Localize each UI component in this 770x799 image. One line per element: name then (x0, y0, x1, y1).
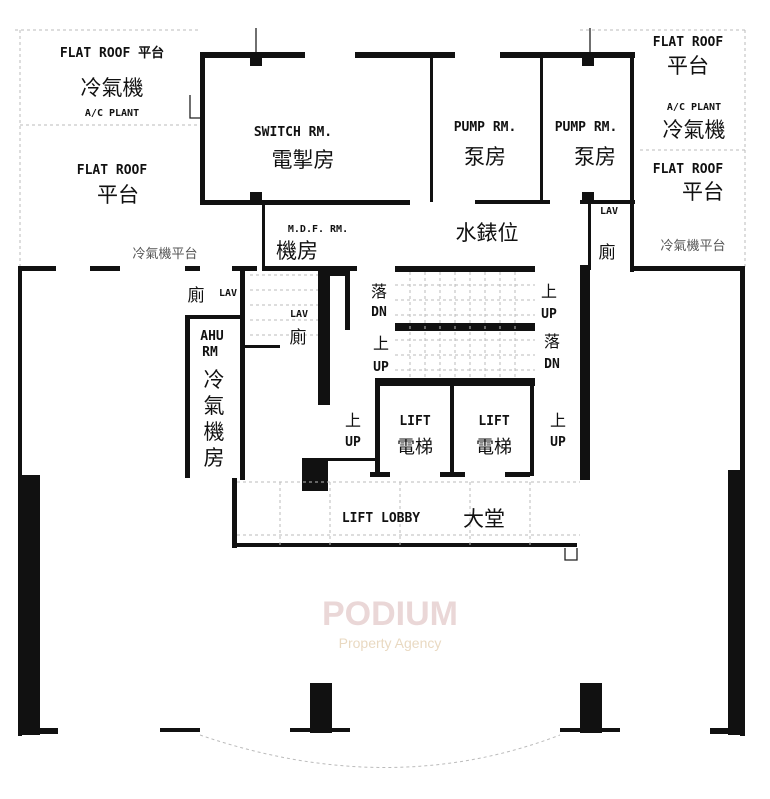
flat-roof-top-right-label: FLAT ROOF (653, 35, 724, 50)
room-labels: FLAT ROOF 平台 冷氣機 A/C PLANT FLAT ROOF 平台 … (60, 35, 726, 531)
ahu-room-cn-char: 房 (204, 446, 225, 470)
core-walls (185, 265, 590, 561)
ac-plant-en-right-label: A/C PLANT (667, 102, 721, 113)
lav-left-cn-label: 廁 (188, 285, 205, 306)
pump-room-1-cn-label: 泵房 (464, 145, 506, 169)
lift-1-en-label: LIFT (399, 414, 430, 429)
lift-2-en-label: LIFT (478, 414, 509, 429)
ac-plant-en-left-label: A/C PLANT (85, 108, 139, 119)
ahu-room-cn-char: 氣 (204, 394, 225, 418)
ahu-room-en-label-1: AHU (200, 329, 224, 344)
switch-room-cn-label: 電掣房 (272, 148, 335, 172)
ahu-room-en-label-2: RM (202, 345, 218, 360)
ahu-room-cn-char: 機 (204, 420, 225, 444)
stair-1-up-en: UP (541, 307, 557, 322)
lav-right-en-label: LAV (600, 206, 618, 217)
stair-2-down-cn: 落 (544, 332, 560, 351)
flat-roof-right-label: FLAT ROOF (653, 162, 724, 177)
mdf-room-en-label: M.D.F. RM. (288, 224, 348, 235)
lav-mid-en-label: LAV (290, 309, 308, 320)
stair-2-up-cn: 上 (373, 334, 389, 353)
plant-rooms-walls (189, 52, 635, 272)
platform-right-label: 平台 (682, 180, 724, 204)
stair-3-up-en: UP (345, 435, 361, 450)
stair-1-down-en: DN (371, 305, 387, 320)
ahu-room-cn-char: 冷 (204, 368, 225, 392)
ac-platform-left-label: 冷氣機平台 (132, 247, 197, 262)
stair-3-up-cn: 上 (345, 411, 361, 430)
water-meter-label: 水錶位 (456, 221, 519, 245)
stair-4-up-cn: 上 (550, 411, 566, 430)
switch-room-en-label: SWITCH RM. (254, 125, 332, 140)
stair-4-up-en: UP (550, 435, 566, 450)
pump-room-2-en-label: PUMP RM. (555, 120, 618, 135)
mdf-room-cn-label: 機房 (276, 239, 318, 263)
ac-plant-cn-right-label: 冷氣機 (663, 118, 726, 142)
lift-2-cn-label: 電梯 (476, 437, 512, 458)
lav-right-cn-label: 廁 (599, 242, 616, 263)
platform-left-label: 平台 (97, 183, 139, 207)
pump-room-2-cn-label: 泵房 (574, 145, 616, 169)
ac-platform-right-label: 冷氣機平台 (660, 239, 725, 254)
flat-roof-left-label: FLAT ROOF (77, 163, 148, 178)
ac-plant-cn-left-label: 冷氣機 (81, 76, 144, 100)
building-walls (18, 266, 745, 768)
lav-mid-cn-label: 廁 (290, 327, 307, 348)
platform-top-right-label: 平台 (667, 54, 709, 78)
stair-1-down-cn: 落 (371, 282, 387, 301)
lift-lobby-cn-label: 大堂 (463, 507, 505, 531)
roof-outlines (15, 28, 746, 268)
flat-roof-top-left-label: FLAT ROOF 平台 (60, 45, 164, 61)
pump-room-1-en-label: PUMP RM. (454, 120, 517, 135)
lift-lobby-en-label: LIFT LOBBY (342, 511, 420, 526)
watermark-logo: PODIUM Property Agency (322, 595, 458, 651)
lav-left-en-label: LAV (219, 288, 237, 299)
stair-1-up-cn: 上 (541, 282, 557, 301)
watermark-title: PODIUM (322, 595, 458, 633)
watermark-subtitle: Property Agency (339, 635, 442, 651)
stair-2-down-en: DN (544, 357, 560, 372)
stair-2-up-en: UP (373, 360, 389, 375)
lift-1-cn-label: 電梯 (397, 437, 433, 458)
